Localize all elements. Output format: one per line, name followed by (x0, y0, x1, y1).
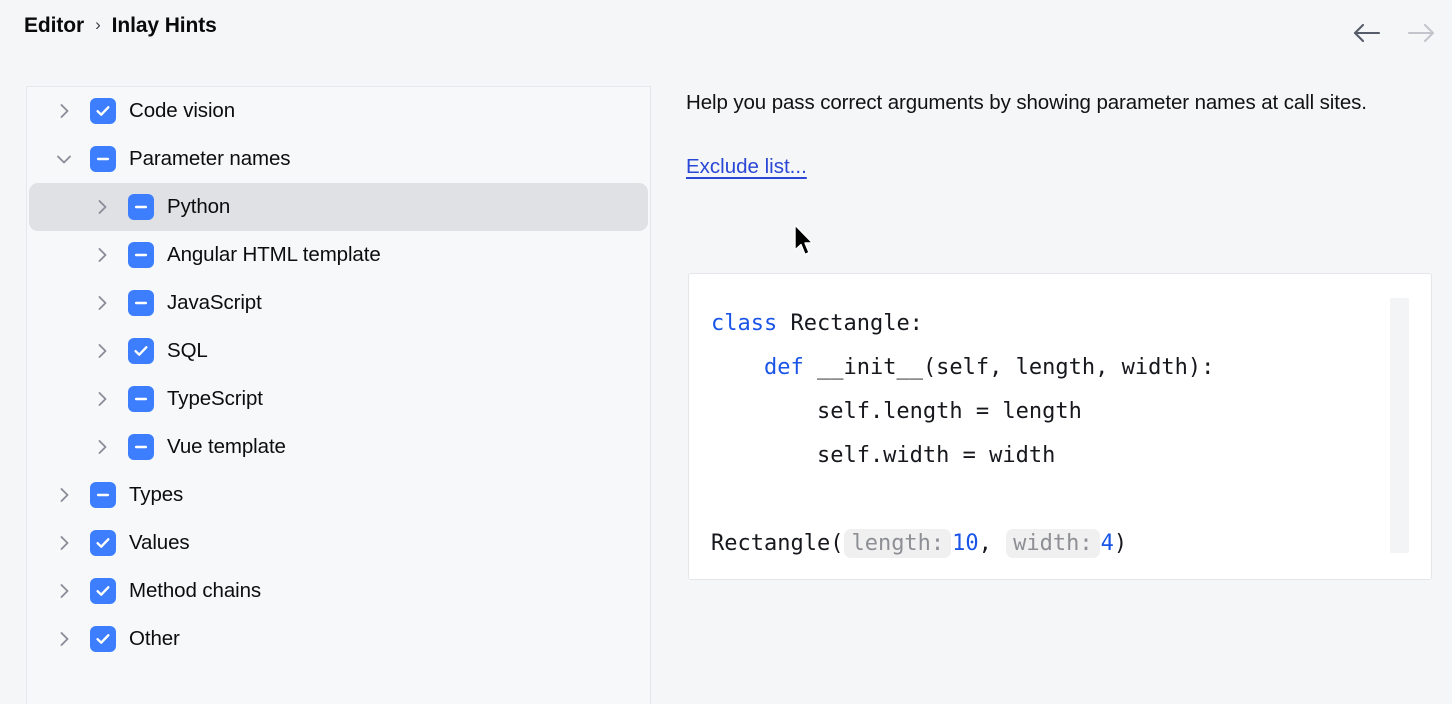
inlay-hint-length: length: (844, 529, 952, 558)
tree-row[interactable]: SQL (29, 327, 648, 375)
tree-row[interactable]: Other (29, 615, 648, 663)
tree-item-label: JavaScript (167, 291, 262, 314)
tree-row[interactable]: TypeScript (29, 375, 648, 423)
code-line-1-rest: Rectangle: (777, 311, 923, 336)
exclude-list-link[interactable]: Exclude list... (686, 155, 807, 178)
chevron-right-icon[interactable] (53, 628, 75, 650)
tree-item-label: Vue template (167, 435, 286, 458)
code-keyword-def: def (763, 355, 804, 380)
checkbox-indeterminate-icon[interactable] (90, 146, 116, 172)
tree-row[interactable]: Values (29, 519, 648, 567)
mouse-cursor (793, 224, 817, 260)
checkbox-indeterminate-icon[interactable] (90, 482, 116, 508)
checkbox-checked-icon[interactable] (90, 98, 116, 124)
code-line-4: self.width = width (711, 443, 1056, 468)
inlay-hint-width: width: (1006, 529, 1100, 558)
checkbox-checked-icon[interactable] (90, 626, 116, 652)
tree-item-label: Values (129, 531, 190, 554)
tree-item-label: Other (129, 627, 180, 650)
chevron-right-icon[interactable] (53, 580, 75, 602)
tree-item-label: TypeScript (167, 387, 263, 410)
code-line-2-rest: __init__(self, length, width): (803, 355, 1215, 380)
page-header: Editor › Inlay Hints (0, 0, 1452, 62)
checkbox-checked-icon[interactable] (90, 530, 116, 556)
detail-panel: Help you pass correct arguments by showi… (686, 86, 1432, 179)
tree-row[interactable]: Method chains (29, 567, 648, 615)
checkbox-indeterminate-icon[interactable] (128, 242, 154, 268)
code-preview-content: class Rectangle: def __init__(self, leng… (711, 302, 1381, 566)
checkbox-indeterminate-icon[interactable] (128, 290, 154, 316)
code-value-10: 10 (952, 531, 979, 556)
tree-item-label: Types (129, 483, 184, 506)
chevron-right-icon[interactable] (91, 292, 113, 314)
chevron-right-icon[interactable] (53, 100, 75, 122)
code-line-6-call: Rectangle( (711, 531, 844, 556)
code-preview-box: class Rectangle: def __init__(self, leng… (688, 273, 1432, 580)
tree-item-label: Parameter names (129, 147, 291, 170)
description-text: Help you pass correct arguments by showi… (686, 91, 1367, 114)
checkbox-checked-icon[interactable] (128, 338, 154, 364)
checkbox-indeterminate-icon[interactable] (128, 386, 154, 412)
checkbox-indeterminate-icon[interactable] (128, 194, 154, 220)
chevron-down-icon[interactable] (53, 148, 75, 170)
tree-item-label: SQL (167, 339, 208, 362)
tree-item-label: Python (167, 195, 231, 218)
forward-arrow-icon (1404, 18, 1438, 48)
code-value-4: 4 (1100, 531, 1114, 556)
chevron-right-icon[interactable] (91, 196, 113, 218)
tree-row[interactable]: Vue template (29, 423, 648, 471)
code-line-3: self.length = length (711, 399, 1082, 424)
chevron-right-icon[interactable] (91, 436, 113, 458)
code-preview-scrollbar[interactable] (1390, 298, 1409, 553)
breadcrumb-separator-icon: › (95, 15, 101, 34)
breadcrumb: Editor › Inlay Hints (24, 14, 217, 38)
checkbox-checked-icon[interactable] (90, 578, 116, 604)
code-line-2-indent (711, 355, 764, 380)
tree-item-label: Method chains (129, 579, 262, 602)
code-comma: , (978, 531, 1006, 556)
back-arrow-icon[interactable] (1350, 18, 1384, 48)
chevron-right-icon[interactable] (91, 388, 113, 410)
code-keyword-class: class (711, 311, 778, 336)
tree-row[interactable]: Python (29, 183, 648, 231)
breadcrumb-item-editor[interactable]: Editor (24, 14, 85, 37)
tree-row[interactable]: Parameter names (29, 135, 648, 183)
tree-row[interactable]: JavaScript (29, 279, 648, 327)
tree-row[interactable]: Angular HTML template (29, 231, 648, 279)
tree-item-label: Code vision (129, 99, 236, 122)
chevron-right-icon[interactable] (91, 244, 113, 266)
tree-row[interactable]: Types (29, 471, 648, 519)
tree-item-label: Angular HTML template (167, 243, 381, 266)
chevron-right-icon[interactable] (53, 532, 75, 554)
chevron-right-icon[interactable] (91, 340, 113, 362)
chevron-right-icon[interactable] (53, 484, 75, 506)
code-close-paren: ) (1113, 531, 1128, 556)
checkbox-indeterminate-icon[interactable] (128, 434, 154, 460)
page-title: Inlay Hints (111, 14, 217, 37)
tree-row[interactable]: Code vision (29, 87, 648, 135)
navigation-arrows (1350, 18, 1438, 48)
